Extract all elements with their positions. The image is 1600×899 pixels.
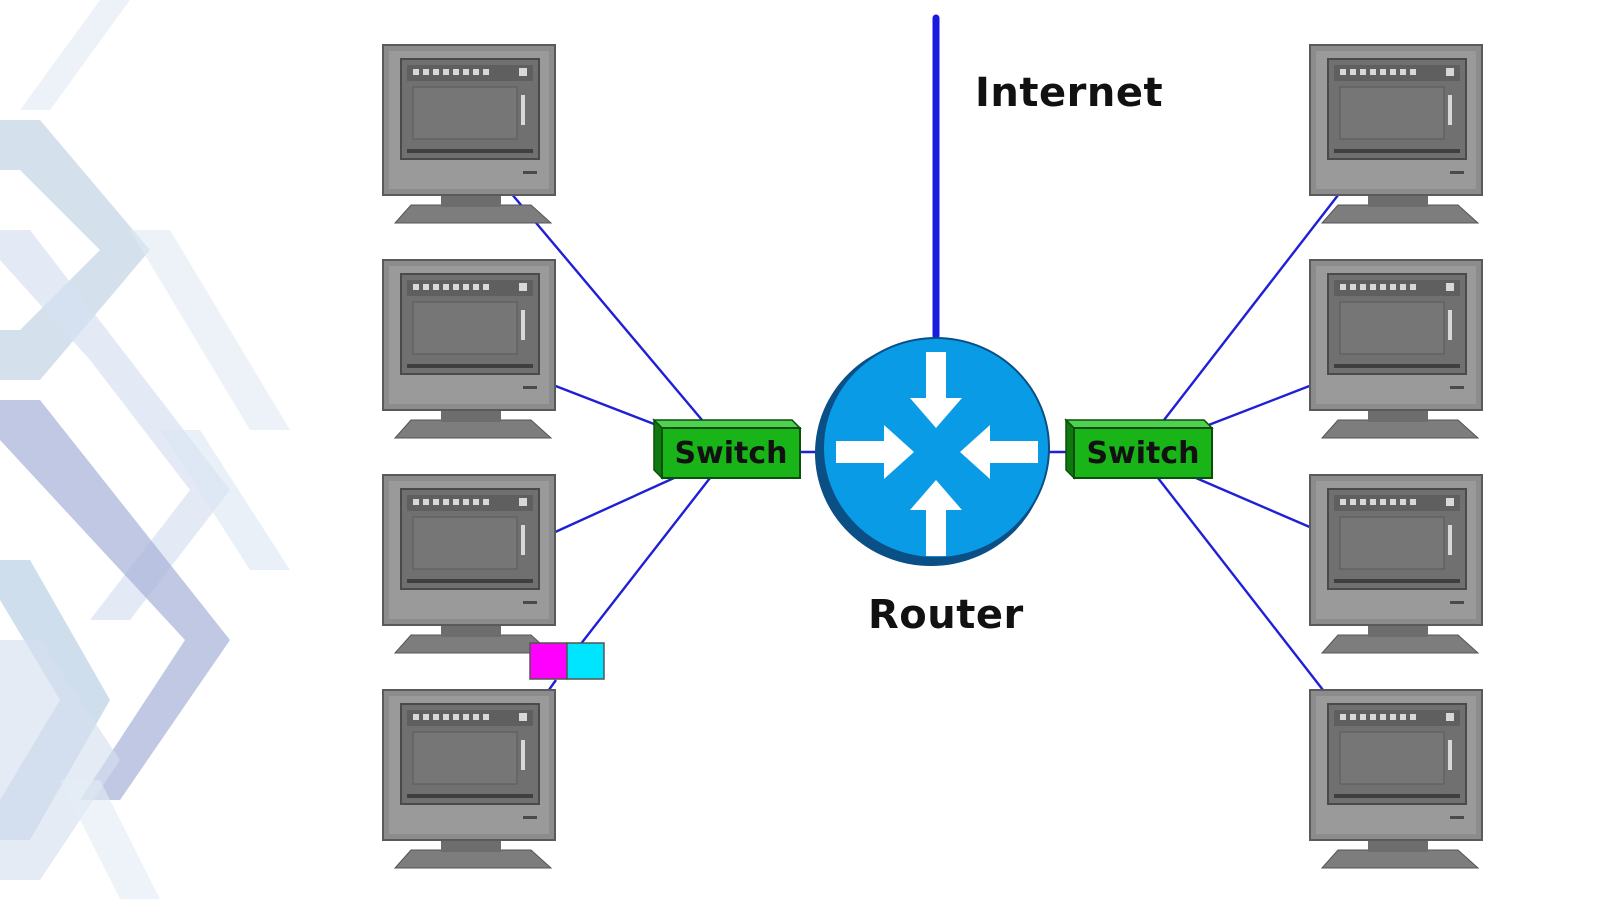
router-icon (815, 337, 1050, 566)
switch-right[interactable]: Switch (1064, 418, 1214, 480)
computer-icon[interactable] (1309, 259, 1483, 439)
link-right-pc1 (1163, 189, 1343, 421)
network-adapter-icon (529, 642, 605, 680)
link-left-pc3 (552, 476, 675, 535)
computer-icon[interactable] (382, 44, 556, 224)
computer-icon[interactable] (1309, 689, 1483, 869)
switch-icon (652, 418, 802, 480)
link-left-pc4 (579, 477, 711, 646)
switch-icon (1064, 418, 1214, 480)
link-left-pc2 (552, 383, 655, 426)
computer-icon[interactable] (1309, 474, 1483, 654)
link-right-pc4 (1157, 477, 1324, 691)
switch-left-label: Switch (674, 436, 787, 471)
router-label: Router (868, 592, 1024, 638)
link-right-pc3 (1195, 476, 1313, 530)
decorative-background (0, 0, 290, 899)
router[interactable] (815, 337, 1050, 566)
computer-icon[interactable] (382, 689, 556, 869)
internet-label: Internet (975, 70, 1164, 116)
computer-icon[interactable] (382, 474, 556, 654)
switch-right-label: Switch (1086, 436, 1199, 471)
link-right-pc2 (1205, 383, 1313, 428)
switch-left[interactable]: Switch (652, 418, 802, 480)
computer-icon[interactable] (382, 259, 556, 439)
